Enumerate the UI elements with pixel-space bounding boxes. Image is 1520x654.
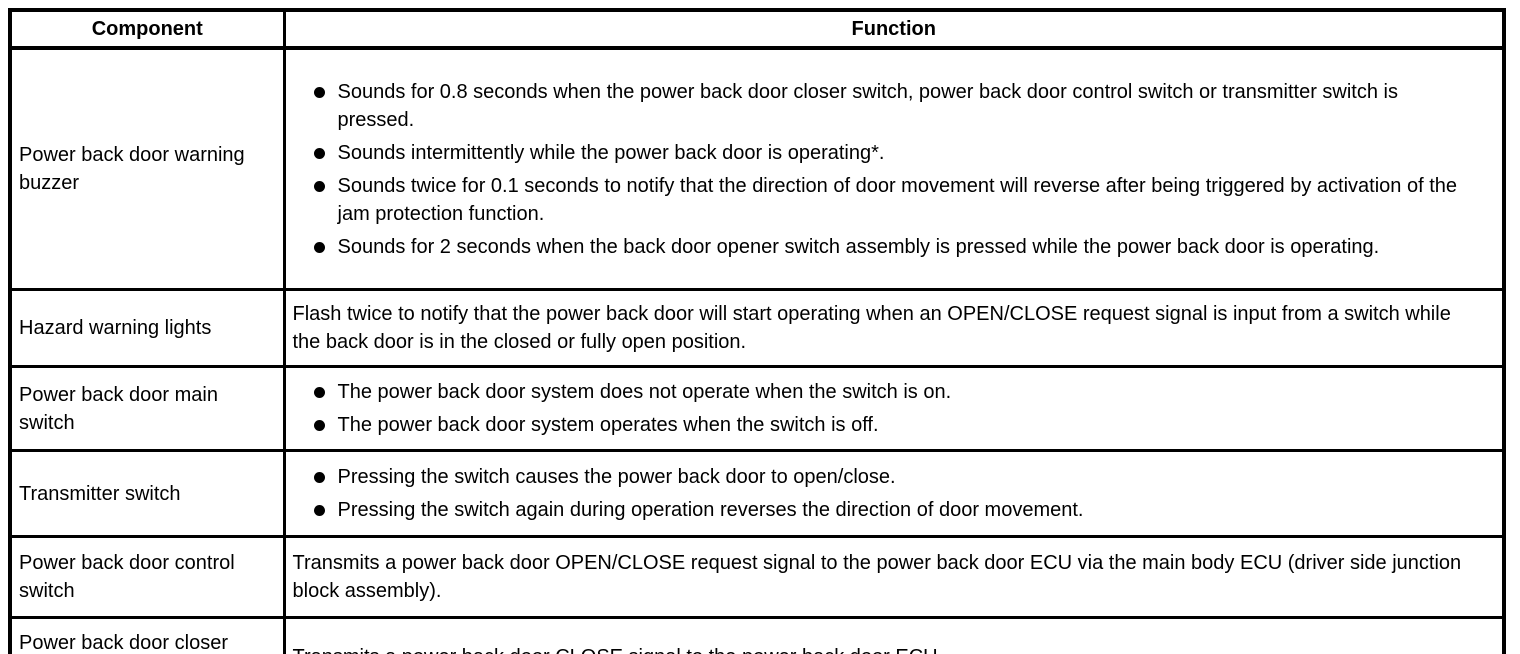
function-cell: Transmits a power back door CLOSE signal… — [282, 616, 1506, 654]
function-text: Transmits a power back door OPEN/CLOSE r… — [292, 552, 1462, 602]
bullet-item: Sounds for 0.8 seconds when the power ba… — [287, 78, 1472, 134]
bullet-item: Sounds twice for 0.1 seconds to notify t… — [287, 172, 1472, 228]
bullet-item: Sounds for 2 seconds when the back door … — [287, 233, 1472, 261]
bullet-icon — [313, 86, 325, 98]
bullet-icon — [313, 147, 325, 159]
bullet-list: Pressing the switch causes the power bac… — [287, 454, 1501, 534]
bullet-list: The power back door system does not oper… — [287, 370, 1501, 448]
bullet-text: Sounds for 2 seconds when the back door … — [337, 235, 1380, 258]
function-cell: Flash twice to notify that the power bac… — [282, 288, 1506, 368]
bullet-text: The power back door system operates when… — [337, 414, 879, 436]
function-cell: Transmits a power back door OPEN/CLOSE r… — [282, 535, 1506, 619]
header-function: Function — [282, 8, 1506, 50]
component-cell: Power back door main switch — [8, 365, 286, 452]
bullet-text: Sounds intermittently while the power ba… — [337, 141, 885, 164]
component-function-table: Component Function Power back door warni… — [8, 8, 1506, 654]
bullet-item: Pressing the switch again during operati… — [287, 496, 1472, 524]
bullet-text: Sounds twice for 0.1 seconds to notify t… — [337, 174, 1458, 225]
component-cell: Power back door warning buzzer — [8, 46, 286, 291]
bullet-icon — [313, 505, 325, 516]
header-component: Component — [8, 8, 286, 50]
table-row: Transmitter switch Pressing the switch ca… — [8, 449, 1506, 538]
bullet-text: Pressing the switch causes the power bac… — [337, 466, 896, 488]
bullet-text: Sounds for 0.8 seconds when the power ba… — [337, 80, 1398, 131]
function-cell: Sounds for 0.8 seconds when the power ba… — [282, 46, 1506, 291]
bullet-item: The power back door system does not oper… — [287, 378, 1472, 406]
component-cell: Hazard warning lights — [8, 288, 286, 368]
table-header: Component Function — [8, 8, 1506, 50]
function-cell: Pressing the switch causes the power bac… — [282, 449, 1506, 538]
function-text: Transmits a power back door CLOSE signal… — [287, 639, 1501, 654]
function-cell: The power back door system does not oper… — [282, 365, 1506, 452]
component-cell: Power back door control switch — [8, 535, 286, 619]
bullet-text: The power back door system does not oper… — [337, 381, 952, 403]
bullet-icon — [313, 472, 325, 483]
bullet-text: Pressing the switch again during operati… — [337, 499, 1084, 521]
bullet-icon — [313, 420, 325, 431]
function-text: Flash twice to notify that the power bac… — [292, 303, 1451, 353]
bullet-list: Sounds for 0.8 seconds when the power ba… — [287, 68, 1501, 271]
component-cell: Power back door closer switch — [8, 616, 286, 654]
bullet-item: The power back door system operates when… — [287, 411, 1472, 439]
component-cell: Transmitter switch — [8, 449, 286, 538]
bullet-item: Sounds intermittently while the power ba… — [287, 139, 1472, 167]
bullet-icon — [313, 387, 325, 398]
bullet-icon — [313, 180, 325, 192]
bullet-icon — [313, 241, 325, 253]
bullet-item: Pressing the switch causes the power bac… — [287, 463, 1472, 491]
header-row: Component Function — [8, 8, 1506, 50]
